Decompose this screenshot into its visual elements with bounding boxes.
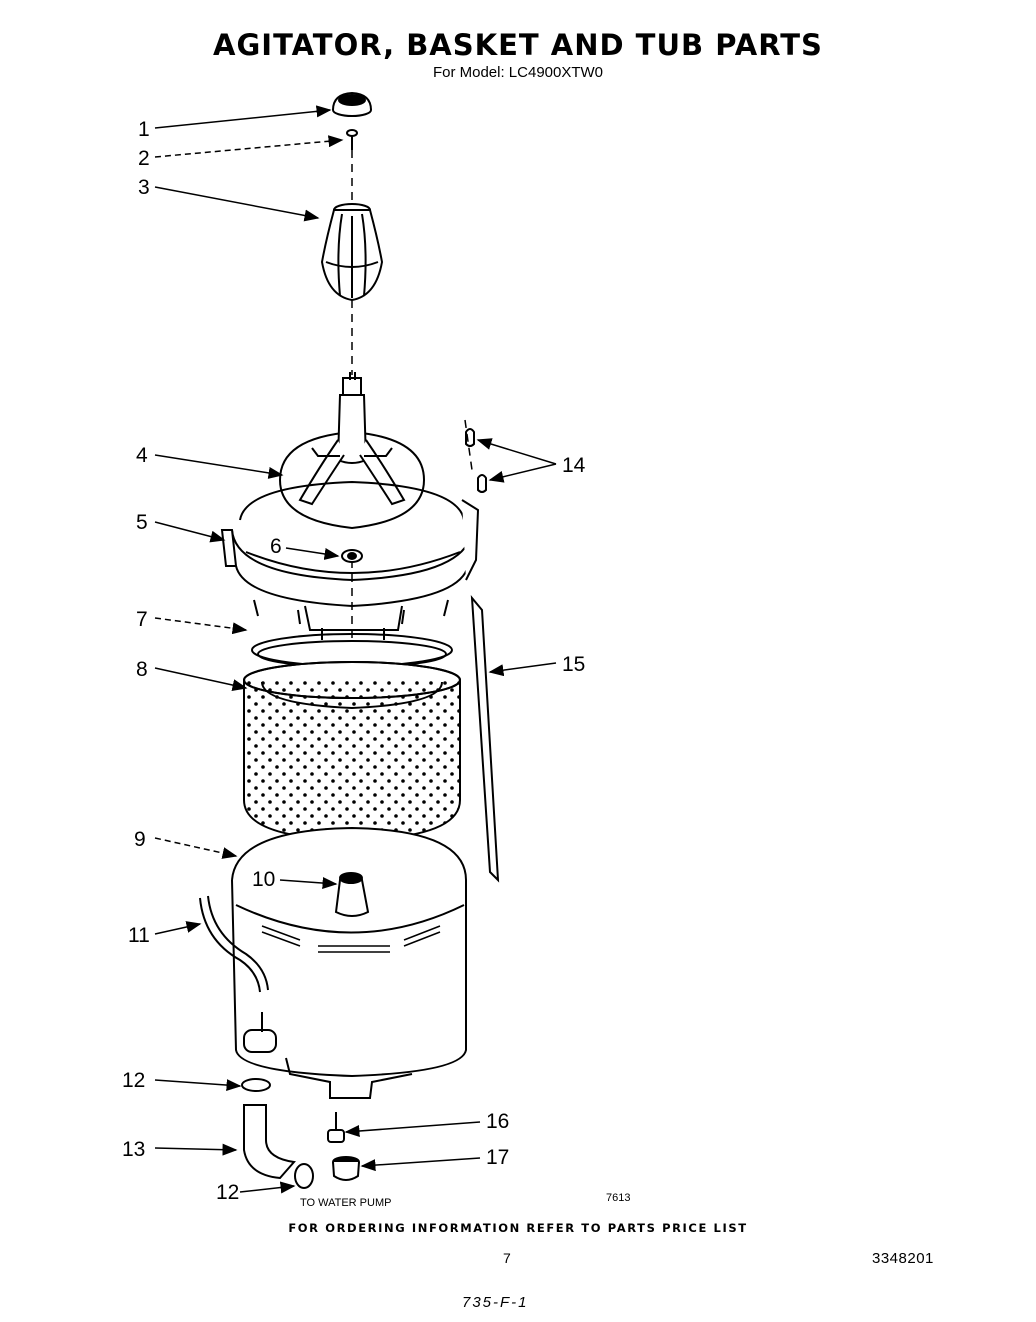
callout-14: 14 (562, 454, 586, 477)
spline-nut (341, 549, 363, 563)
page-title: AGITATOR, BASKET AND TUB PARTS (213, 28, 823, 62)
callout-11: 11 (128, 924, 150, 947)
callout-7: 7 (136, 608, 148, 631)
callout-4: 4 (136, 444, 148, 467)
callout-10: 10 (252, 868, 275, 891)
callout-3: 3 (138, 176, 150, 199)
hose-clamp-lower (294, 1163, 314, 1189)
drain-elbow-hose (243, 1104, 296, 1180)
cap-screw (346, 129, 358, 150)
figure-code: 7613 (606, 1192, 630, 1204)
callout-16: 16 (486, 1110, 509, 1133)
callout-5: 5 (136, 511, 148, 534)
callout-13: 13 (122, 1138, 145, 1161)
callout-12-upper: 12 (122, 1069, 145, 1092)
handwritten-note: 735-F-1 (462, 1294, 529, 1311)
model-subtitle: For Model: LC4900XTW0 (432, 64, 604, 81)
ordering-footer: FOR ORDERING INFORMATION REFER TO PARTS … (288, 1221, 748, 1235)
callout-12-lower: 12 (216, 1181, 239, 1204)
mounting-bolt (327, 1112, 345, 1143)
wash-basket (243, 661, 461, 842)
callout-1: 1 (138, 118, 150, 141)
pump-outlet (243, 1012, 277, 1053)
agitator-barrel (320, 203, 384, 302)
callout-15: 15 (562, 653, 585, 676)
pump-label: TO WATER PUMP (300, 1197, 391, 1209)
center-axis (351, 150, 473, 640)
agitator-cap (332, 91, 372, 117)
drain-fitting (334, 872, 370, 917)
page-number: 7 (503, 1250, 511, 1266)
callout-9: 9 (134, 828, 146, 851)
callout-8: 8 (136, 658, 148, 681)
outer-tub (231, 826, 467, 1099)
callout-6: 6 (270, 535, 282, 558)
callout-2: 2 (138, 147, 150, 170)
tub-bracket (470, 594, 500, 883)
agitator-base (278, 372, 426, 530)
leader-lines (154, 105, 557, 1194)
tub-clips (465, 428, 487, 493)
grommet (332, 1156, 360, 1181)
callout-17: 17 (486, 1146, 509, 1169)
hose-clamp-upper (241, 1078, 271, 1092)
air-hose (199, 895, 269, 993)
document-number: 3348201 (872, 1250, 934, 1267)
